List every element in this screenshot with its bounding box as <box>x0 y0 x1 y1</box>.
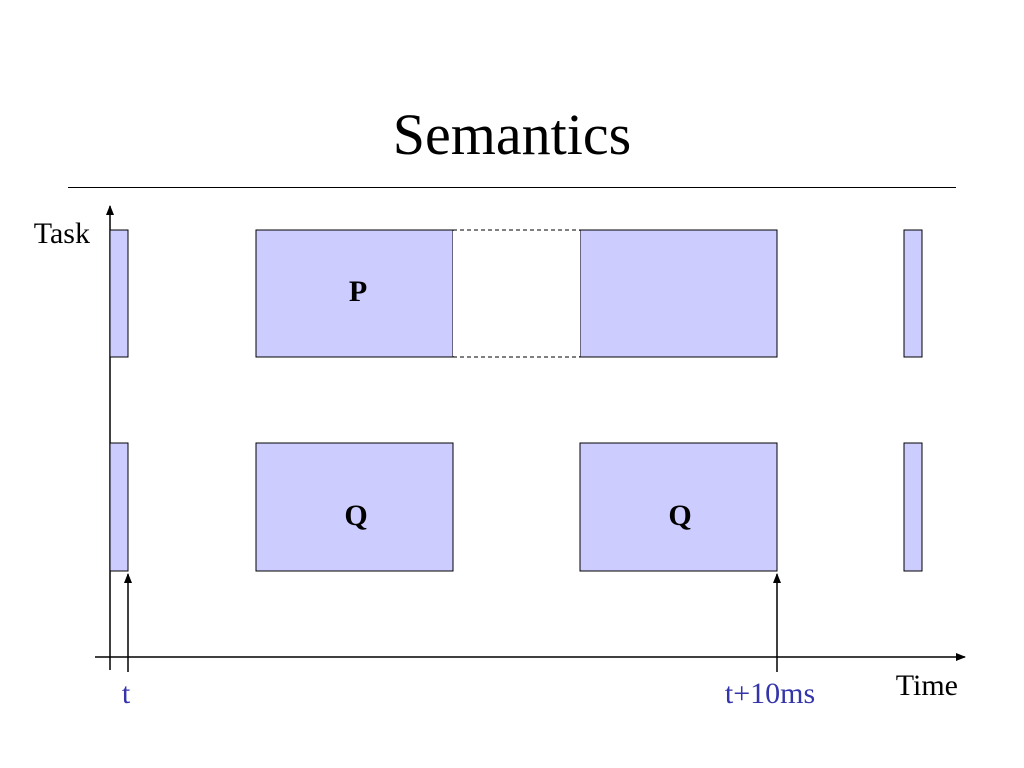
q-block-end-sliver <box>903 442 923 572</box>
q-task-label-second: Q <box>668 499 691 532</box>
q-task-label-first: Q <box>344 499 367 532</box>
q-block-first <box>255 442 454 572</box>
p-task-label: P <box>349 275 367 308</box>
q-block-second <box>579 442 778 572</box>
slide-title: Semantics <box>392 102 632 167</box>
x-axis-label: Time <box>896 669 958 702</box>
p-block-second <box>579 229 778 358</box>
end-time-label: t+10ms <box>725 677 815 710</box>
y-axis-label: Task <box>34 217 90 250</box>
p-block-first <box>255 229 454 358</box>
p-preemption-gap <box>453 231 580 356</box>
p-block-start-sliver <box>109 229 129 358</box>
start-time-label: t <box>122 677 131 710</box>
q-block-start-sliver <box>109 442 129 572</box>
title-divider <box>68 187 956 188</box>
p-block-end-sliver <box>903 229 923 358</box>
